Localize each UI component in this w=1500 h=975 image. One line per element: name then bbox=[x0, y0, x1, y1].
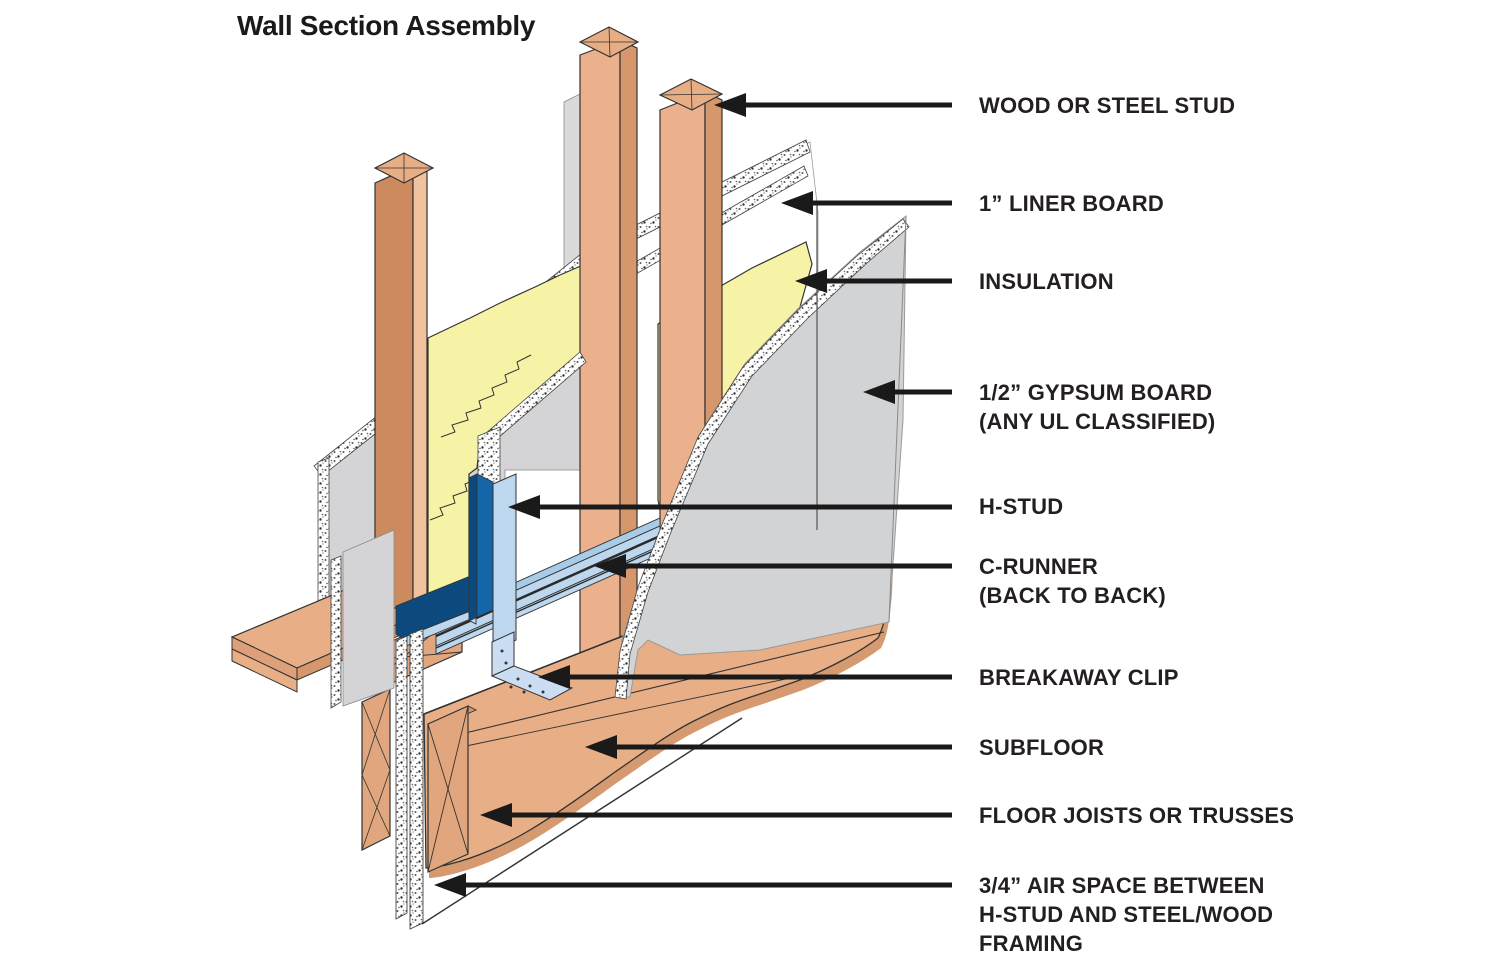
cutaway-line bbox=[421, 717, 743, 925]
label-subfloor: SUBFLOOR bbox=[979, 735, 1105, 760]
label-wood-or-steel-stud: WOOD OR STEEL STUD bbox=[979, 93, 1236, 118]
label-air-space: 3/4” AIR SPACE BETWEEN H-STUD AND STEEL/… bbox=[979, 873, 1274, 956]
page-title: Wall Section Assembly bbox=[237, 10, 536, 41]
label-h-stud: H-STUD bbox=[979, 494, 1064, 519]
label-insulation: INSULATION bbox=[979, 269, 1114, 294]
gypsum-board bbox=[614, 214, 910, 700]
stud-left bbox=[373, 152, 435, 618]
breakaway-clip bbox=[490, 631, 574, 701]
label-gypsum-board: 1/2” GYPSUM BOARD (ANY UL CLASSIFIED) bbox=[979, 380, 1216, 434]
label-floor-joists: FLOOR JOISTS OR TRUSSES bbox=[979, 803, 1295, 828]
leader-arrows bbox=[434, 93, 952, 897]
label-c-runner: C-RUNNER (BACK TO BACK) bbox=[979, 554, 1166, 608]
label-liner-board: 1” LINER BOARD bbox=[979, 191, 1164, 216]
label-breakaway-clip: BREAKAWAY CLIP bbox=[979, 665, 1179, 690]
liner-through-floor bbox=[330, 529, 424, 930]
h-stud bbox=[395, 473, 517, 653]
